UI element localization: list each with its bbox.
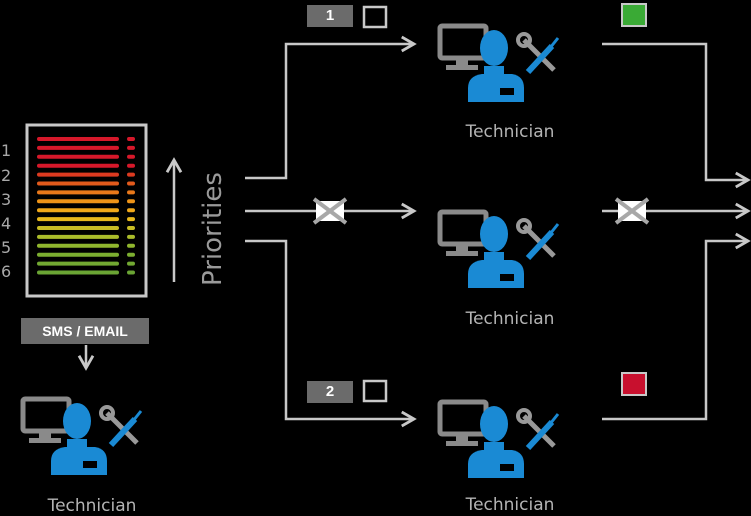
technician-label-top: Technician <box>465 122 555 142</box>
checkbox-icon <box>362 5 388 29</box>
priority-stripe-dot <box>127 145 135 150</box>
technician-icon-left <box>23 399 141 475</box>
priority-stripe <box>37 226 119 230</box>
priority-number: 1 <box>1 141 12 160</box>
route-bottom <box>245 239 417 428</box>
priority-stripe <box>37 199 119 204</box>
technician-label-middle: Technician <box>465 309 555 329</box>
priority-stripe <box>37 181 119 186</box>
priority-stripe <box>37 137 119 141</box>
priority-stripe-dot <box>127 154 135 159</box>
priority-stripes <box>37 137 135 275</box>
technician-label-bottom: Technician <box>465 495 555 515</box>
priority-stripe <box>37 234 119 239</box>
priority-stripe-dot <box>127 208 135 213</box>
technician-icon-middle <box>440 212 558 288</box>
priority-stripe <box>37 217 119 222</box>
technician-label-left: Technician <box>47 496 137 516</box>
priority-stripe <box>37 261 119 266</box>
technician-icon-bottom <box>440 402 558 478</box>
priority-stripe-dot <box>127 137 135 141</box>
priority-stripe <box>37 145 119 150</box>
priority-stripe-dot <box>127 243 135 248</box>
output-bottom <box>602 232 751 421</box>
priority-stripe-dot <box>127 163 135 168</box>
blocked-x-icon <box>312 197 348 225</box>
priority-stripe <box>37 252 119 257</box>
priority-number: 5 <box>1 238 12 257</box>
priorities-label: Priorities <box>198 172 228 286</box>
priority-stripe <box>37 270 119 275</box>
priority-number: 3 <box>1 190 12 209</box>
status-ok-icon <box>621 3 647 27</box>
priority-stripe-dot <box>127 190 135 195</box>
priority-stripe-dot <box>127 261 135 266</box>
priority-stripe-dot <box>127 270 135 275</box>
priority-number: 4 <box>1 214 12 233</box>
priority-number: 2 <box>1 166 12 185</box>
priority-stripe <box>37 190 119 195</box>
priority-stripe-dot <box>127 252 135 257</box>
priority-stripe-dot <box>127 234 135 239</box>
route-top <box>245 35 417 180</box>
output-top <box>602 42 751 189</box>
priority-stripe <box>37 208 119 213</box>
checkbox-icon <box>362 379 388 403</box>
priority-stripe <box>37 172 119 177</box>
priority-stripe-dot <box>127 181 135 186</box>
blocked-x-icon <box>614 197 650 225</box>
priority-stripe-dot <box>127 199 135 204</box>
priority-stripe <box>37 154 119 159</box>
priority-stripe-dot <box>127 172 135 177</box>
queue-badge-1: 1 <box>307 5 353 27</box>
priority-stripe <box>37 243 119 248</box>
notification-badge: SMS / EMAIL <box>21 318 149 344</box>
queue-badge-2: 2 <box>307 381 353 403</box>
priority-stripe-dot <box>127 226 135 230</box>
status-fail-icon <box>621 372 647 396</box>
priority-stripe <box>37 163 119 168</box>
priority-stripe-dot <box>127 217 135 222</box>
priority-number: 6 <box>1 262 12 281</box>
technician-icon-top <box>440 26 558 102</box>
